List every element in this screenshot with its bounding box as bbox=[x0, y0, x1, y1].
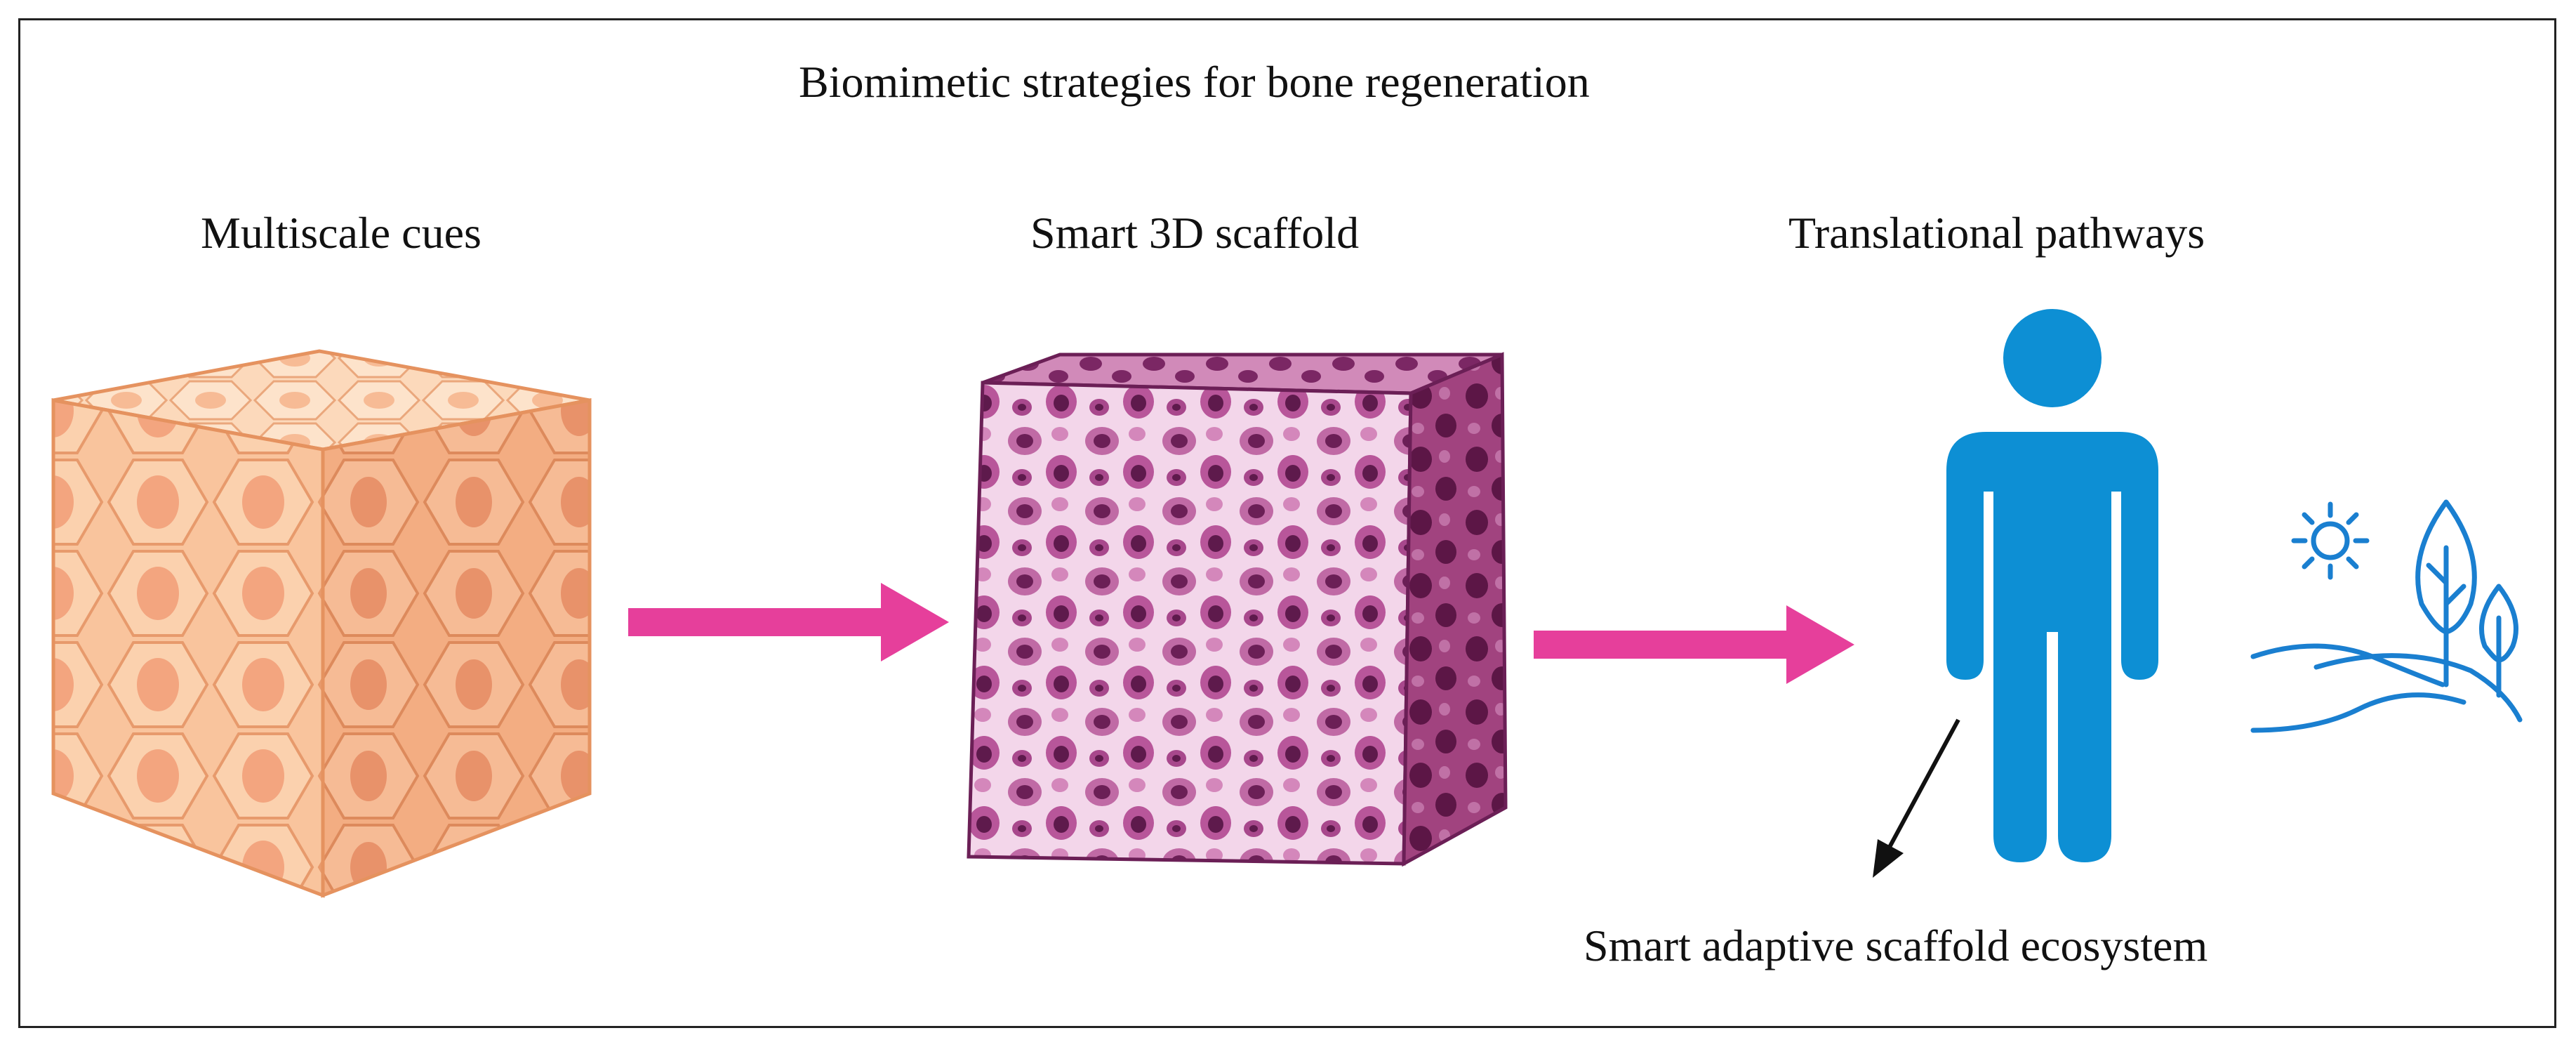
flow-arrow-1 bbox=[628, 583, 949, 661]
ecosystem-label: Smart adaptive scaffold ecosystem bbox=[1584, 921, 2208, 970]
stage-label-scaffold: Smart 3D scaffold bbox=[1030, 208, 1360, 258]
cell-cube-icon bbox=[51, 349, 592, 898]
diagram-title: Biomimetic strategies for bone regenerat… bbox=[799, 57, 1590, 107]
human-figure-icon bbox=[1946, 309, 2158, 862]
flow-arrow-2 bbox=[1534, 605, 1854, 684]
stage-label-multiscale: Multiscale cues bbox=[201, 208, 482, 258]
stage-label-translational: Translational pathways bbox=[1788, 208, 2205, 258]
porous-scaffold-cube-icon bbox=[967, 352, 1508, 867]
landscape-tree-sun-icon bbox=[2250, 499, 2523, 733]
diagonal-arrow-icon bbox=[1873, 718, 1960, 878]
